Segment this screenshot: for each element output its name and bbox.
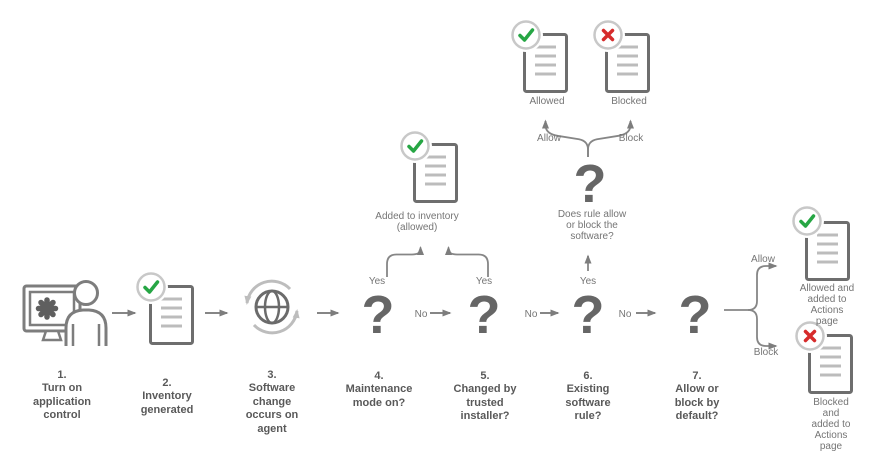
sync-arrow-top [244, 279, 292, 305]
allow-label-rule: Allow [537, 133, 561, 144]
sync-arrow-bottom [252, 309, 300, 335]
question-mark-step4: ? [361, 285, 395, 345]
allow-label-step7: Allow [751, 254, 775, 265]
step-5-label: 5.Changed by trusted installer? [453, 369, 517, 423]
monitor-user-icon [22, 280, 108, 346]
question-mark-rule: ? [573, 154, 607, 214]
arrow-rule-block [587, 119, 634, 157]
block-label-step7: Block [753, 347, 779, 358]
user-head [73, 280, 99, 306]
step-4-label: 4.Maintenance mode on? [345, 369, 413, 409]
step-6-label: 6.Existing software rule? [565, 369, 611, 423]
block-label-rule: Block [618, 133, 644, 144]
caption-added-to-inventory: Added to inventory (allowed) [375, 211, 459, 233]
caption-blocked-actions: Blocked and added to Actions page [811, 397, 851, 452]
question-mark-step7: ? [678, 285, 712, 345]
yes-label-step5: Yes [475, 276, 493, 287]
step-3-label: 3.Software change occurs on agent [245, 368, 299, 435]
arrow-rule-allow [542, 119, 589, 157]
caption-allowed: Allowed [529, 96, 565, 107]
arrow-step7-allow [724, 262, 778, 311]
yes-label-step4: Yes [368, 276, 386, 287]
check-badge-icon [788, 202, 826, 240]
no-label-step5: No [524, 309, 538, 320]
asterisk-icon [35, 297, 59, 320]
monitor-stand [41, 329, 63, 342]
question-mark-step5: ? [467, 285, 501, 345]
caption-blocked: Blocked [611, 96, 647, 107]
sync-globe-icon [244, 279, 300, 335]
caption-allowed-actions: Allowed and added to Actions page [799, 283, 855, 327]
arrow-step7-block [747, 309, 778, 350]
arrow-yes-step4-inventory [386, 246, 424, 277]
step-7-label: 7.Allow or block by default? [674, 369, 720, 423]
yes-label-step6: Yes [579, 276, 597, 287]
no-label-step6: No [618, 309, 632, 320]
check-badge-icon [132, 268, 170, 306]
caption-rule-question: Does rule allow or block the software? [557, 209, 627, 242]
cross-badge-icon [589, 16, 627, 54]
step-1-label: 1.Turn on application control [32, 368, 92, 422]
check-badge-icon [396, 127, 434, 165]
no-label-step4: No [414, 309, 428, 320]
check-badge-icon [507, 16, 545, 54]
question-mark-step6: ? [571, 285, 605, 345]
arrow-yes-step5-inventory [445, 246, 489, 277]
user-body [64, 308, 108, 346]
step-2-label: 2.Inventory generated [140, 376, 194, 416]
